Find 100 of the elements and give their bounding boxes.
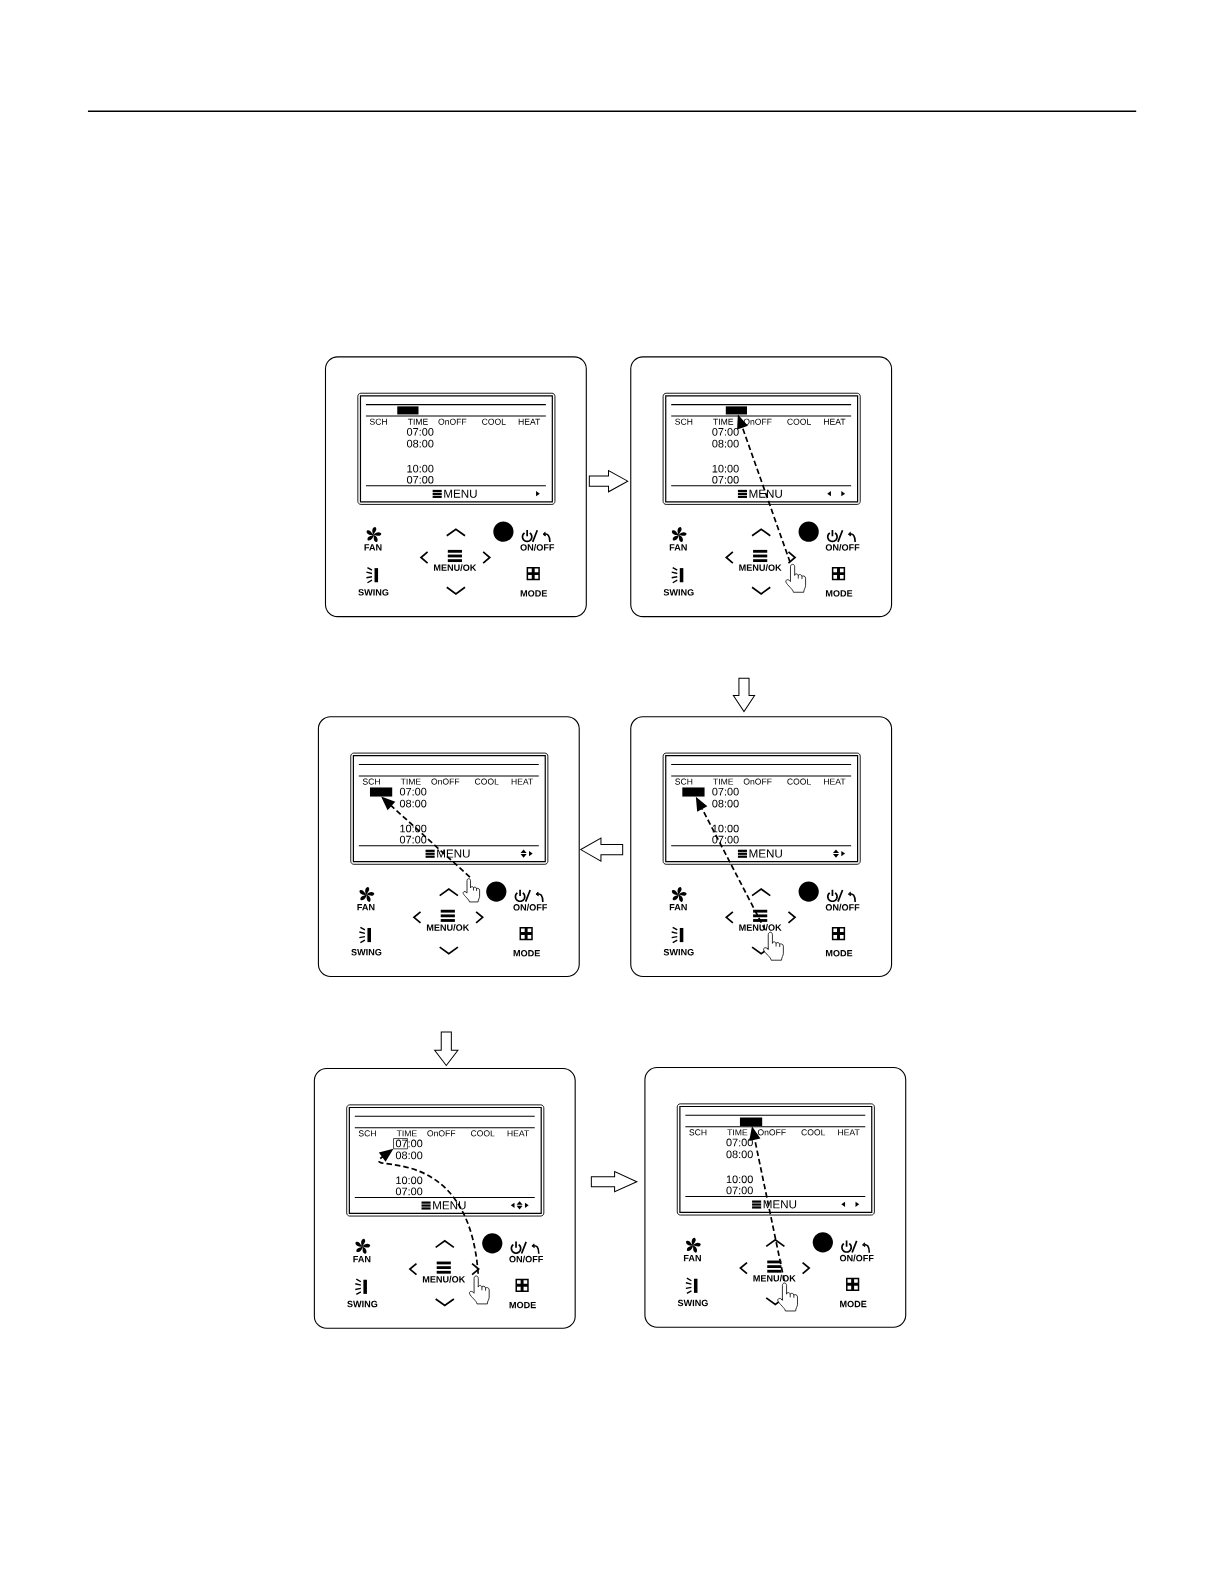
time-value: 07:00 [726, 1138, 753, 1147]
column-header: SCH [675, 418, 693, 425]
column-header: COOL [787, 778, 811, 785]
column-header: TIME [713, 778, 734, 785]
control-label: FAN [669, 544, 687, 551]
column-header: TIME [396, 1130, 417, 1137]
cursor-bar [397, 406, 419, 415]
cursor-bar [369, 787, 393, 797]
control-label: MODE [520, 590, 547, 597]
time-value: 10:00 [396, 1176, 423, 1185]
control-label: FAN [357, 904, 375, 911]
column-header: SCH [369, 418, 387, 425]
cursor-bar [739, 1117, 763, 1127]
control-label: FAN [683, 1254, 701, 1262]
time-value: 07:00 [726, 1186, 753, 1195]
column-header: OnOFF [743, 778, 772, 785]
column-header: TIME [400, 778, 421, 785]
time-value: 10:00 [726, 1175, 753, 1184]
pointing-hand-icon [468, 1275, 490, 1305]
column-header: SCH [358, 1130, 376, 1137]
column-header: COOL [474, 778, 499, 785]
time-value: 07:00 [395, 1187, 423, 1196]
column-header: HEAT [507, 1130, 529, 1137]
column-header: OnOFF [438, 418, 467, 425]
menu-label: MENU [749, 849, 782, 858]
column-header: SCH [689, 1129, 707, 1136]
time-value: 07:00 [712, 835, 739, 844]
time-value: 10:00 [400, 824, 427, 833]
column-header: OnOFF [743, 418, 772, 425]
menu-label: MENU [763, 1200, 796, 1209]
control-label: MODE [825, 590, 853, 597]
control-label: ON/OFF [520, 544, 555, 551]
pointing-hand-icon [462, 878, 480, 903]
flow-arrow [580, 837, 624, 862]
control-label: SWING [351, 949, 382, 956]
control-label: SWING [347, 1300, 378, 1308]
control-label: SWING [358, 589, 389, 596]
column-header: HEAT [823, 418, 846, 425]
column-header: OnOFF [427, 1130, 456, 1137]
control-label: SWING [677, 1299, 708, 1307]
column-header: HEAT [511, 778, 533, 785]
column-header: TIME [727, 1129, 748, 1136]
column-header: COOL [801, 1129, 826, 1136]
flow-arrow [732, 677, 756, 713]
flow-arrow [434, 1031, 459, 1066]
flow-arrow [588, 470, 629, 493]
pointing-hand-icon [777, 1282, 798, 1312]
control-label: ON/OFF [825, 544, 860, 551]
cursor-bar [725, 406, 747, 415]
control-label: MODE [840, 1300, 867, 1308]
time-value: 08:00 [712, 439, 739, 448]
column-header: HEAT [518, 418, 541, 425]
column-header: HEAT [823, 778, 846, 785]
pointing-hand-icon [785, 563, 806, 593]
time-value: 08:00 [712, 799, 739, 808]
menu-label: MENU [437, 849, 470, 858]
time-value: 10:00 [712, 824, 739, 833]
menu-label: MENU [749, 489, 782, 498]
column-header: HEAT [838, 1129, 860, 1136]
control-label: MODE [509, 1301, 536, 1309]
control-label: ON/OFF [825, 903, 860, 911]
pointing-hand-icon [763, 931, 784, 961]
column-header: OnOFF [431, 778, 460, 785]
control-label: MENU/OK [739, 564, 782, 571]
time-value: 07:00 [712, 428, 739, 436]
control-label: MODE [513, 950, 540, 957]
column-header: SCH [675, 778, 693, 785]
column-header: COOL [482, 418, 506, 425]
time-value: 07:00 [406, 475, 434, 484]
control-label: ON/OFF [513, 903, 547, 911]
column-header: COOL [787, 418, 811, 425]
column-header: TIME [407, 418, 428, 425]
menu-label: MENU [433, 1201, 466, 1210]
cursor-bar [682, 787, 705, 797]
control-label: FAN [669, 904, 687, 911]
column-header: SCH [362, 778, 380, 785]
time-value: 07:00 [399, 787, 427, 796]
control-label: MENU/OK [422, 1275, 466, 1283]
control-label: SWING [663, 589, 694, 596]
control-label: ON/OFF [839, 1254, 874, 1262]
time-value: 08:00 [395, 1151, 423, 1160]
control-label: MENU/OK [426, 924, 470, 931]
control-label: MENU/OK [433, 564, 477, 571]
time-value: 08:00 [406, 439, 434, 448]
menu-label: MENU [444, 489, 477, 498]
time-value: 07:00 [712, 787, 739, 796]
time-value: 10:00 [712, 464, 739, 473]
time-value: 07:00 [406, 428, 434, 436]
time-value: 08:00 [726, 1150, 753, 1159]
control-label: FAN [364, 544, 382, 551]
time-value: 10:00 [407, 464, 434, 473]
column-header: COOL [470, 1130, 495, 1137]
column-header: OnOFF [757, 1129, 786, 1136]
flow-arrow [590, 1171, 638, 1193]
control-label: SWING [663, 949, 694, 956]
time-value: 08:00 [399, 799, 427, 808]
column-header: TIME [713, 418, 734, 425]
control-label: FAN [353, 1255, 371, 1263]
control-label: ON/OFF [509, 1255, 543, 1263]
time-value: 07:00 [712, 475, 739, 484]
